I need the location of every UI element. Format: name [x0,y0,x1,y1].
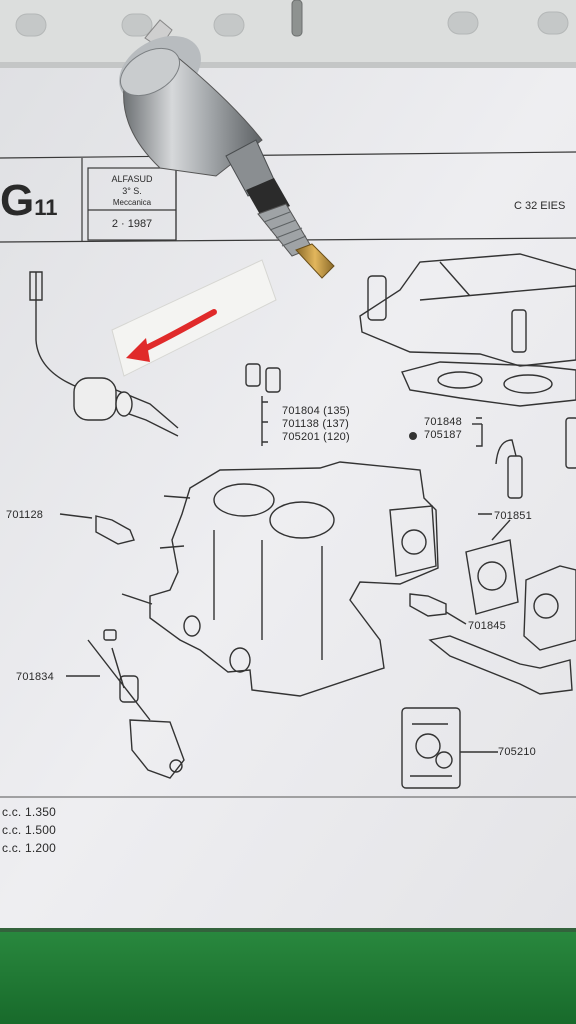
model-name: ALFASUD [111,174,153,184]
exploded-view-drawing [29,253,576,789]
bullet-dot [409,432,417,440]
carburetor-model: C 32 EIES [514,200,566,212]
engine-1500: c.c. 1.500 [2,823,57,837]
engine-1200: c.c. 1.200 [2,841,57,855]
binder-strip [0,0,576,66]
engine-1350: c.c. 1.350 [2,805,57,819]
date-label: 2 · 1987 [111,218,153,230]
paper-sheet [0,60,576,928]
part-701804: 701804 (135) [282,405,350,417]
plate-id: G11 [0,176,82,226]
part-701128: 701128 [6,509,44,521]
part-701834: 701834 [16,671,54,683]
series-label: 3° S. [122,186,142,196]
plate-letter: G [0,176,35,225]
category-label: Meccanica [112,198,152,207]
part-705210: 705210 [498,746,536,758]
part-701845: 701845 [468,620,506,632]
part-701138: 701138 (137) [282,418,350,430]
part-705201: 705201 (120) [282,431,350,443]
green-surface [0,925,576,1024]
plate-number: 11 [34,195,58,220]
part-701851: 701851 [494,510,532,522]
sticky-note [111,259,277,377]
part-701848: 701848 [424,416,462,428]
part-705187: 705187 [424,429,462,441]
fuel-cutoff-solenoid [119,19,335,279]
